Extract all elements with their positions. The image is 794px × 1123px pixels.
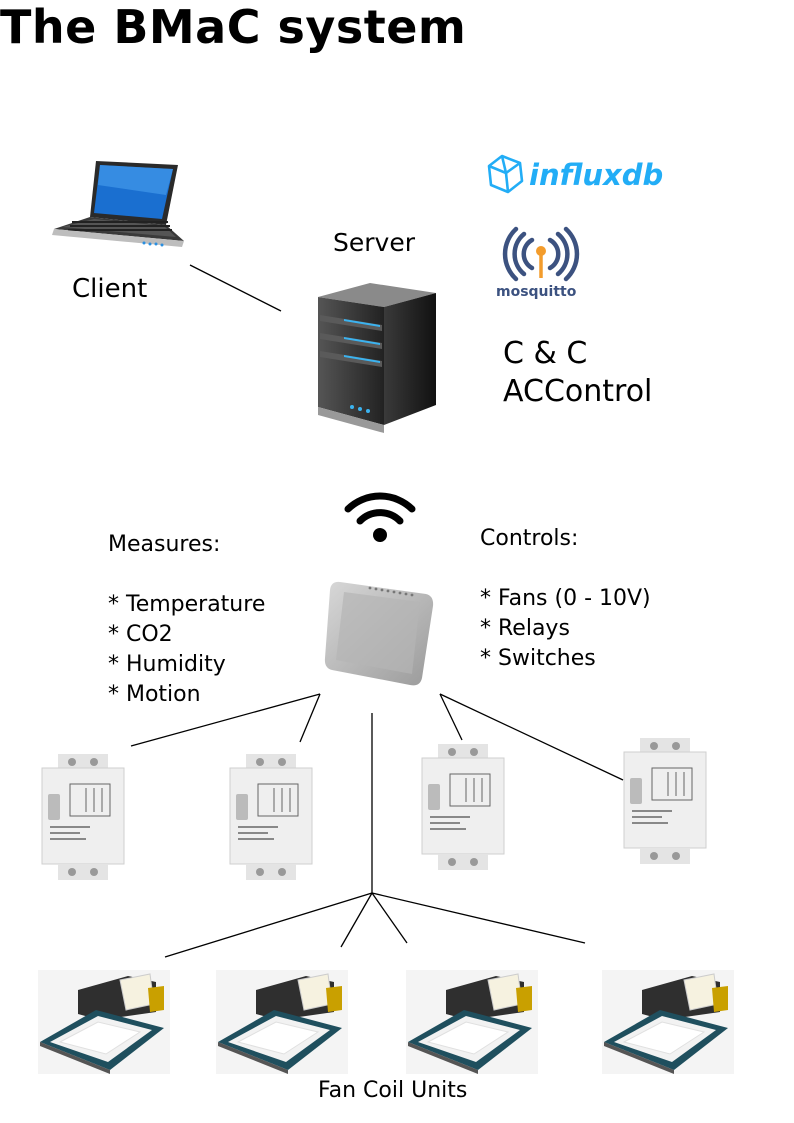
- relay-module-icon: [421, 744, 505, 870]
- hub-fcu4-line: [371, 892, 586, 944]
- laptop-icon: [52, 161, 184, 247]
- server-label: Server: [333, 228, 415, 257]
- hub-fcu2-line: [340, 892, 373, 948]
- fan-coil-unit-icon: [602, 970, 734, 1074]
- measure-item: * Motion: [108, 682, 201, 707]
- relay-module-icon: [623, 738, 707, 864]
- app-cc-label: C & C: [503, 336, 588, 371]
- controls-list: Controls: * Fans (0 - 10V) * Relays * Sw…: [480, 524, 651, 674]
- mosquitto-logo-icon: [502, 226, 580, 282]
- sensor-node-icon: [324, 581, 434, 686]
- influxdb-logo-icon: [487, 154, 524, 194]
- controls-heading: Controls:: [480, 526, 579, 551]
- fan-coil-units-label: Fan Coil Units: [318, 1078, 468, 1103]
- mosquitto-logo-text: mosquitto: [496, 284, 577, 300]
- fan-coil-unit-icon: [216, 970, 348, 1074]
- sensor-relay3-line: [439, 693, 463, 741]
- control-item: * Switches: [480, 646, 596, 671]
- wifi-icon: [344, 492, 416, 542]
- measure-item: * Humidity: [108, 652, 226, 677]
- influxdb-logo-text: influxdb: [529, 158, 664, 192]
- hub-fcu3-line: [371, 892, 408, 944]
- measure-item: * Temperature: [108, 592, 266, 617]
- server-icon: [318, 283, 436, 433]
- sensor-relay4-line: [439, 693, 624, 781]
- control-item: * Fans (0 - 10V): [480, 586, 651, 611]
- client-label: Client: [72, 274, 148, 304]
- measures-list: Measures: * Temperature * CO2 * Humidity…: [108, 530, 265, 710]
- control-item: * Relays: [480, 616, 570, 641]
- measure-item: * CO2: [108, 622, 173, 647]
- measures-heading: Measures:: [108, 532, 221, 557]
- app-accontrol-label: ACControl: [503, 374, 653, 409]
- hub-fcu1-line: [164, 892, 373, 958]
- fan-coil-unit-icon: [406, 970, 538, 1074]
- sensor-relay1-line: [130, 693, 321, 747]
- page-title: The BMaC system: [0, 0, 467, 54]
- relay-module-icon: [229, 754, 313, 880]
- client-server-line: [189, 264, 282, 312]
- sensor-relay2-line: [299, 693, 321, 743]
- fan-coil-unit-icon: [38, 970, 170, 1074]
- relay-module-icon: [41, 754, 125, 880]
